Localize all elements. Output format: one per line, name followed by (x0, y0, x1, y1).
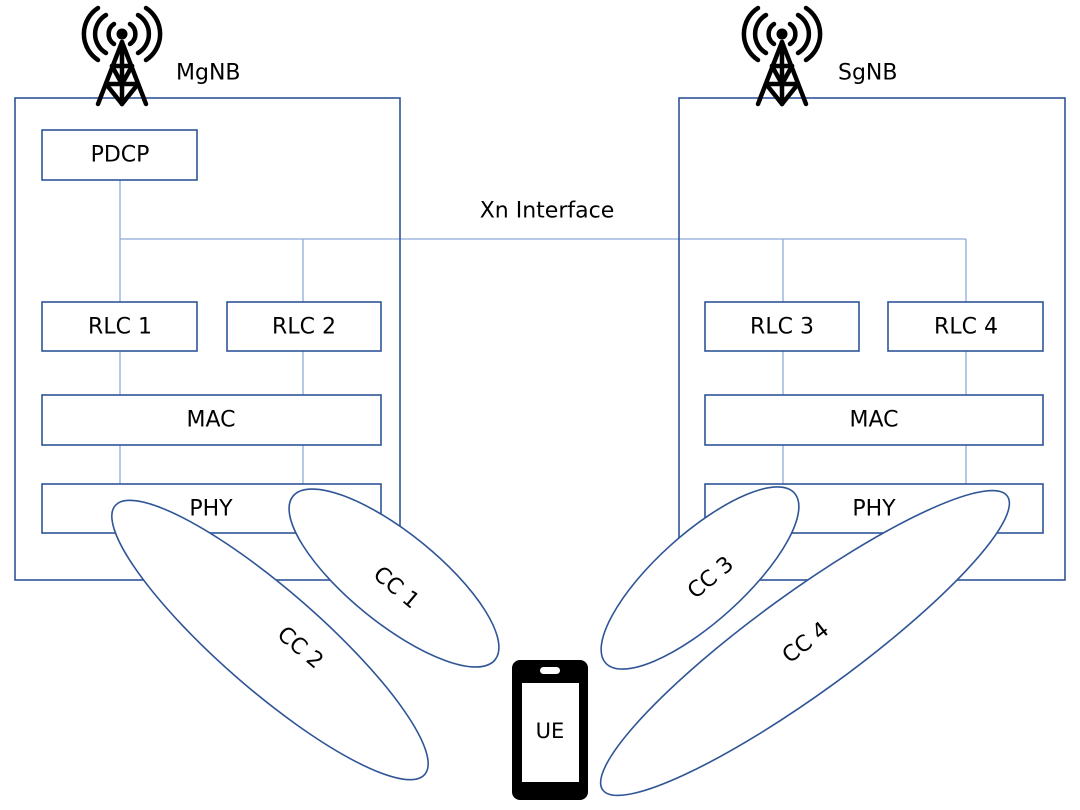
rlc3-box (704, 301, 860, 352)
rlc1-box (41, 301, 198, 352)
rlc3-label: RLC 3 (750, 315, 814, 340)
xn-interface-label: Xn Interface (480, 199, 615, 224)
beam-cc4: CC 4 (599, 489, 1011, 797)
phone-speaker (540, 667, 560, 674)
pdcp-label: PDCP (91, 143, 150, 168)
master-phy-label: PHY (189, 497, 233, 522)
antenna-tower-icon (81, 5, 163, 107)
connector-lines (119, 180, 967, 484)
secondary-mac-label: MAC (849, 408, 898, 433)
rlc4-box (887, 301, 1044, 352)
master-mac-box (41, 394, 382, 446)
rlc1-label: RLC 1 (88, 315, 152, 340)
beam-cc1-ellipse (288, 488, 500, 668)
beam-cc1: CC 1 (288, 488, 500, 668)
smartphone-icon (512, 660, 588, 800)
beam-cc4-ellipse (599, 489, 1011, 797)
master-node-label: MgNB (176, 61, 241, 86)
rlc4-label: RLC 4 (934, 315, 998, 340)
beam-cc3-ellipse (600, 486, 800, 670)
secondary-phy-label: PHY (852, 497, 896, 522)
phone-screen (522, 683, 579, 782)
pdcp-box (41, 129, 198, 181)
master-mac-label: MAC (186, 408, 235, 433)
beam-cc3: CC 3 (600, 486, 800, 670)
beam-cc2-ellipse (111, 499, 429, 781)
antenna-tower-icon (741, 5, 823, 107)
rlc2-box (226, 301, 382, 352)
ue-label: UE (536, 719, 565, 743)
secondary-mac-box (704, 394, 1044, 446)
rlc2-label: RLC 2 (272, 315, 336, 340)
beam-cc2: CC 2 (111, 499, 429, 781)
secondary-node-label: SgNB (838, 61, 897, 86)
